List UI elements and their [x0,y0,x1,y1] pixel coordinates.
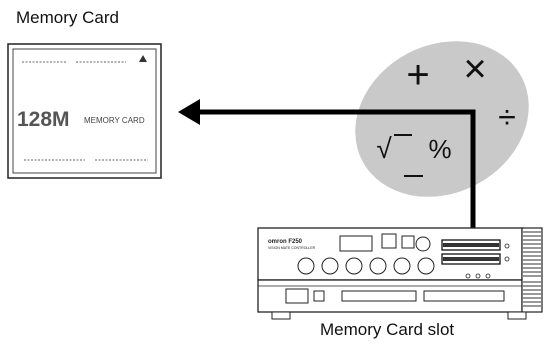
plus-symbol: + [406,53,429,97]
memory-card: 128M MEMORY CARD [7,43,162,179]
card-text: MEMORY CARD [84,116,145,125]
percent-symbol: % [428,134,451,164]
arrow-head-icon [178,99,200,125]
times-symbol: × [463,47,486,91]
math-bubble [355,41,529,197]
controller-model: VISION MATE CONTROLLER [268,246,316,250]
sqrt-symbol: √ [376,133,392,164]
triangle-icon [139,55,147,62]
divide-symbol: ÷ [498,99,516,135]
memory-card-slot-label: Memory Card slot [320,320,455,339]
transfer-arrow-line [197,109,476,243]
controller-brand: omron F250 [268,239,303,245]
card-capacity: 128M [17,108,70,131]
controller-device: omron F250 VISION MATE CONTROLLER [257,227,543,320]
memory-card-title: Memory Card [16,8,119,27]
